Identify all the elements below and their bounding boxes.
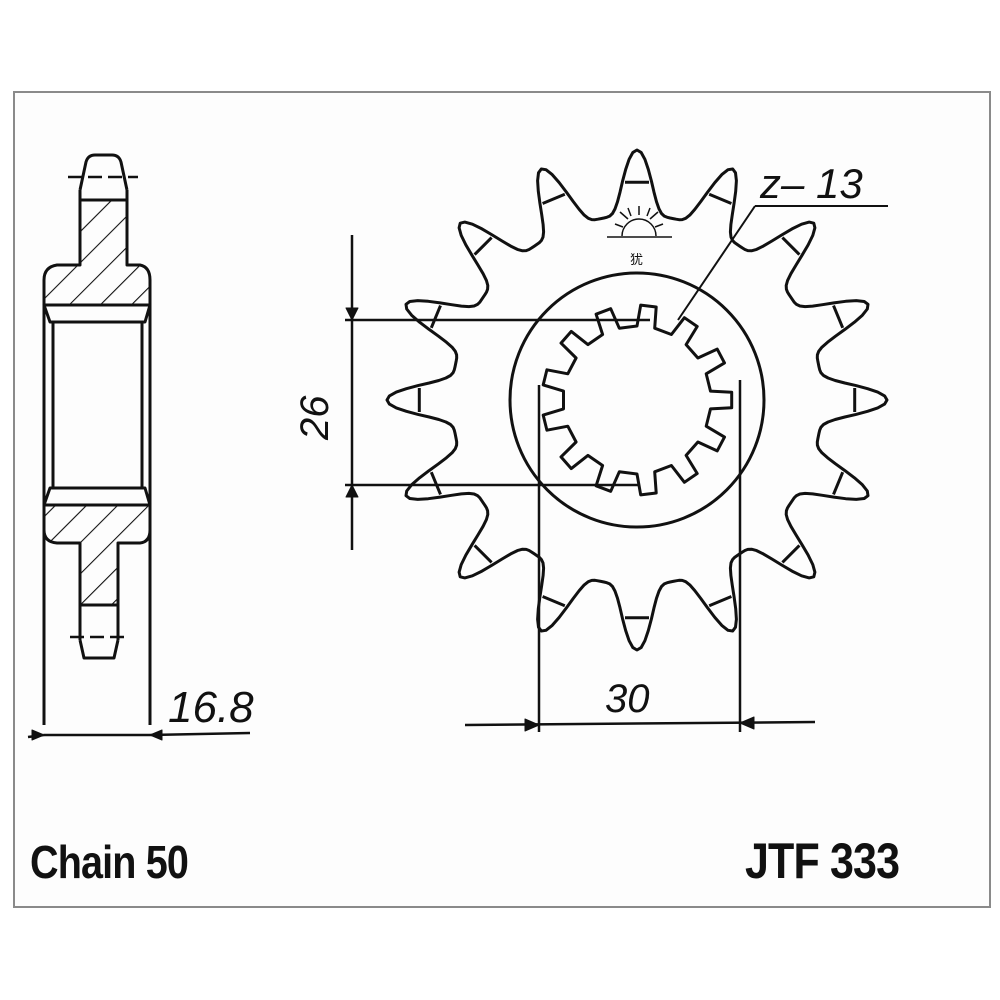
- tooth-tip-markers: [417, 180, 857, 620]
- drawing-frame: [13, 91, 991, 908]
- spline-teeth-label: z– 13: [759, 160, 863, 207]
- width-dimension-label: 16.8: [168, 683, 254, 732]
- logo-glyph: 犹: [630, 253, 643, 268]
- spline-width-label: 30: [605, 677, 650, 721]
- spline-height-label: 26: [293, 395, 337, 441]
- chain-size-label: Chain 50: [30, 836, 189, 888]
- hub-circle: [508, 271, 766, 529]
- side-view: [27, 153, 251, 741]
- part-number-label: JTF 333: [745, 833, 900, 889]
- manufacturer-logo-icon: [607, 206, 672, 238]
- front-view: [345, 148, 889, 732]
- spline-profile: [541, 303, 734, 497]
- sprocket-outer-profile: [385, 148, 889, 652]
